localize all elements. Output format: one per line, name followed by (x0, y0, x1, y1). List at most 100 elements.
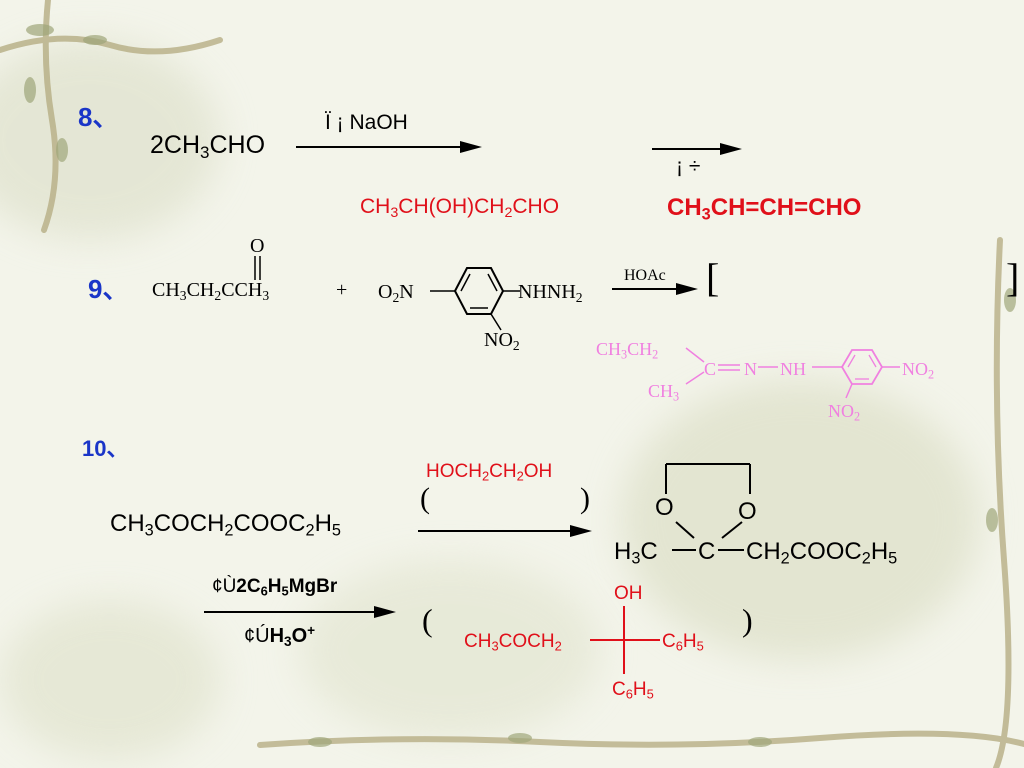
text: 3 (144, 521, 154, 540)
q10-reagent-answer: HOCH2CH2OH (426, 461, 552, 484)
text: 2 (512, 337, 520, 353)
text: NO (902, 359, 928, 379)
text: 2CH (150, 131, 201, 159)
q9-benzene-ring (430, 267, 520, 331)
text: 3 (631, 549, 641, 568)
background-leaf-shadow (0, 40, 220, 240)
q8-reaction-arrow (296, 141, 482, 153)
q9-product-carbon: C (704, 359, 717, 379)
text: 3 (701, 205, 711, 224)
q10-paren-right-2: ) (742, 602, 753, 638)
text: CHO (209, 131, 266, 159)
q10-ketal-ring-bonds (665, 463, 751, 539)
text: 2 (861, 549, 871, 568)
q10-product-hydroxyl: OH (614, 583, 643, 604)
question-number-9: 9、 (88, 274, 129, 304)
text: COCH (498, 631, 555, 652)
text: ¢Ú (244, 625, 270, 647)
q10-product-left: CH3COCH2 (464, 631, 562, 654)
text: + (307, 623, 316, 639)
q9-product-nitrogen: N (744, 359, 757, 379)
q10-step-2-reagent: ¢ÚH3O+ (244, 623, 316, 649)
q10-step-1-reagent: ¢Ù2C6H5MgBr (212, 576, 338, 599)
q10-product-bottom-phenyl: C6H5 (612, 679, 654, 701)
text: H (682, 631, 697, 652)
text: CH=CH=CHO (710, 194, 862, 221)
q9-product-nitro-para: NO2 (902, 359, 935, 382)
text: 2 (214, 287, 222, 303)
q9-bracket-left: [ (706, 255, 720, 300)
q10-ketal-oxygen-right: O (738, 498, 757, 525)
q10-paren-right: ) (580, 482, 590, 515)
q10-ketal-carbon: C (698, 538, 716, 565)
text: CH (110, 510, 145, 537)
text: 2 (575, 289, 583, 305)
text: 3 (673, 389, 680, 404)
q8-second-arrow (652, 143, 742, 155)
q10-product-right-phenyl: C6H5 (662, 631, 704, 654)
text: 2 (652, 347, 659, 362)
q9-product-methyl: CH3 (648, 381, 680, 404)
question-number-10: 10、 (82, 436, 129, 461)
text: NO (484, 329, 513, 351)
q9-ketone: CH3CH2CCH3 (152, 279, 270, 303)
text: CH (360, 195, 391, 218)
text: 2 (481, 468, 490, 484)
q10-ketal-chain-bonds (672, 549, 744, 551)
q10-product-bonds (590, 606, 660, 674)
text: C (612, 679, 626, 700)
q9-nitro-ortho: NO2 (484, 329, 520, 353)
text: CH (648, 381, 674, 401)
text: H (314, 510, 332, 537)
q10-reaction-arrow-2 (204, 606, 396, 618)
text: 5 (696, 638, 704, 654)
q10-ketal-side-chain: CH2COOC2H5 (746, 538, 897, 567)
q8-reactant: 2CH3CHO (150, 131, 266, 161)
q10-paren-left: ( (420, 482, 430, 515)
text: H (269, 625, 285, 647)
text: 2 (305, 521, 315, 540)
q9-hydrazine-group: NHNH2 (518, 282, 583, 305)
text: 2 (504, 204, 513, 221)
text: CH (596, 339, 622, 359)
q9-ketone-double-bond (254, 256, 261, 280)
text: 3 (390, 204, 399, 221)
text: CH (152, 279, 180, 301)
q9-ketone-oxygen: O (250, 235, 265, 257)
q8-reagent-label: Ï ¡ NaOH (325, 111, 408, 134)
text: 6 (675, 638, 683, 654)
q9-product-nh: NH (780, 359, 806, 379)
text: 2 (854, 409, 861, 424)
text: ¢Ù (212, 576, 237, 597)
question-number-8: 8、 (78, 102, 119, 132)
text: 3 (491, 638, 499, 654)
q8-answer-aldol: CH3CH(OH)CH2CHO (360, 195, 559, 220)
q10-ketal-methyl: H3C (614, 538, 658, 567)
text: 2 (928, 367, 935, 382)
text: MgBr (288, 576, 338, 597)
text: N (399, 281, 414, 303)
text: 2 (516, 468, 524, 484)
text: 3 (262, 287, 270, 303)
text: H (614, 538, 632, 565)
text: 2 (224, 521, 234, 540)
q9-nitro-left: O2N (378, 281, 414, 304)
q9-bracket-right: ] (1006, 255, 1020, 300)
text: CH(OH)CH (398, 195, 505, 218)
text: H (267, 576, 282, 597)
text: CCH (221, 279, 263, 301)
text: CH (464, 631, 492, 652)
text: 5 (888, 549, 898, 568)
text: 5 (281, 583, 289, 599)
q8-answer-dehydrated: CH3CH=CH=CHO (667, 194, 862, 223)
text: 6 (260, 583, 268, 599)
text: 2 (780, 549, 790, 568)
background-leaf-shadow (300, 560, 600, 740)
q10-paren-left-2: ( (422, 602, 433, 638)
text: COOC (789, 538, 862, 565)
text: 3 (200, 142, 210, 162)
q9-reaction-arrow (612, 283, 698, 295)
text: 2C (236, 576, 261, 597)
text: 3 (284, 633, 292, 649)
text: CH (489, 461, 517, 482)
